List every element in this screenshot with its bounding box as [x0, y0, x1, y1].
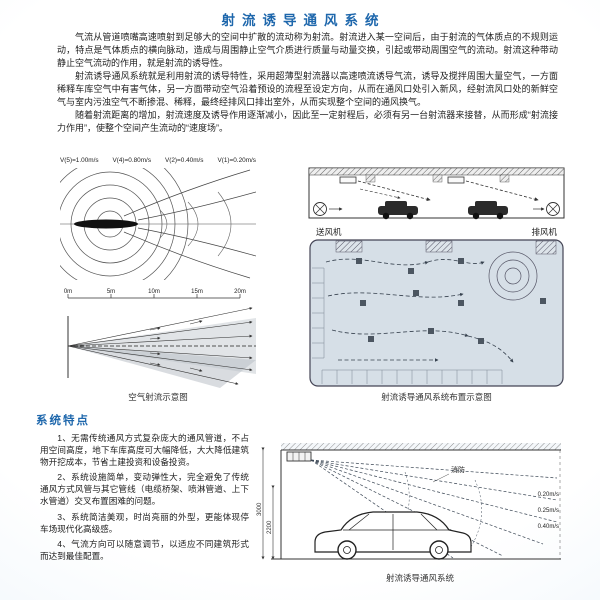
fire-label: 消防 [451, 465, 465, 474]
jet-fan-unit [339, 176, 357, 184]
plan-figure-caption: 射流诱导通风系统布置示意图 [381, 392, 492, 402]
exhaust-fan-label: 排风机 [531, 227, 557, 237]
car-jet-figure: 3000 2200 消防 0.20m/s 0.25m/s 0.40m/s [255, 438, 565, 568]
velocity-contour-labels: V(5)=1.00m/s V(4)=0.80m/s V(2)=0.40m/s V… [60, 157, 256, 164]
feature-item-2: 2、系统设施简单，变动弹性大，完全避免了传统通风方式风管与其它管线（电缆桥架、喷… [40, 472, 249, 506]
car-silhouette [468, 201, 508, 220]
jet-fan-unit [447, 176, 465, 184]
intro-paragraph-2: 射流诱导通风系统就是利用射流的诱导特性，采用超薄型射流器以高速喷流诱导气流，诱导… [57, 71, 558, 107]
jet-throw-lines [310, 459, 558, 559]
car-jet-drawing: 3000 2200 消防 0.20m/s 0.25m/s 0.40m/s [257, 443, 561, 560]
garage-plan-drawing [309, 239, 564, 387]
induction-fan-units [356, 258, 546, 344]
clearance-dim-label: 2200 [267, 520, 273, 534]
parking-stalls [312, 267, 503, 384]
scale-label-20m: 20m [234, 289, 246, 295]
height-dim-label: 3000 [257, 502, 263, 516]
car-figure-caption: 射流诱导通风系统 [385, 573, 454, 583]
scale-label-5m: 5m [107, 289, 115, 295]
scale-label-0m: 0m [64, 289, 72, 295]
jet-core-shape [74, 219, 138, 229]
velocity-label: V(4)=0.80m/s [112, 157, 152, 164]
feature-item-1: 1、无需传统通风方式复杂庞大的通风管道，不占用空间高度，地下车库高度可大幅降低，… [40, 433, 249, 467]
intro-paragraph-3: 随着射流距离的增加，射流速度及诱导作用逐渐减小，因此至一定射程后，必须有另一台射… [57, 110, 558, 133]
jet-contour-figure [60, 168, 256, 280]
supply-fan-label: 送风机 [316, 227, 342, 237]
velocity-annotation: 0.40m/s [538, 524, 559, 530]
garage-section-figure [308, 164, 565, 222]
scale-label-10m: 10m [148, 289, 160, 295]
intro-text: 气流从管道喷嘴高速喷射到足够大的空间中扩散的流动称为射流。射流进入某一空间后，由… [57, 31, 558, 135]
velocity-label: V(1)=0.20m/s [217, 157, 256, 164]
jet-contour-drawing [60, 168, 256, 280]
jet-rays-figure: 0m 5m 10m 15m 20m [60, 286, 256, 388]
intro-paragraph-1: 气流从管道喷嘴高速喷射到足够大的空间中扩散的流动称为射流。射流进入某一空间后，由… [57, 32, 558, 68]
velocity-label: V(2)=0.40m/s [164, 157, 204, 164]
car-outline [314, 511, 472, 560]
jet-figure-caption: 空气射流示意图 [128, 392, 188, 402]
fan-labels-row: 送风机 排风机 [308, 226, 565, 238]
car-silhouette [378, 201, 418, 220]
garage-plan-figure [308, 238, 565, 388]
features-heading: 系统特点 [36, 415, 90, 427]
velocity-label: V(5)=1.00m/s [60, 157, 99, 164]
jet-rays-drawing: 0m 5m 10m 15m 20m [64, 289, 256, 388]
features-list: 1、无需传统通风方式复杂庞大的通风管道，不占用空间高度，地下车库高度可大幅降低，… [40, 433, 249, 567]
feature-item-4: 4、气流方向可以随意调节，以适应不同建筑形式而达到最佳配置。 [40, 539, 249, 562]
scale-label-15m: 15m [191, 289, 203, 295]
feature-item-3: 3、系统简洁美观，时尚亮丽的外型，更能体现停车场现代化高级感。 [40, 511, 249, 534]
velocity-annotation: 0.20m/s [538, 492, 559, 498]
garage-section-drawing [308, 167, 565, 220]
velocity-annotation: 0.25m/s [538, 508, 559, 514]
page-title: 射流诱导通风系统 [221, 13, 386, 28]
